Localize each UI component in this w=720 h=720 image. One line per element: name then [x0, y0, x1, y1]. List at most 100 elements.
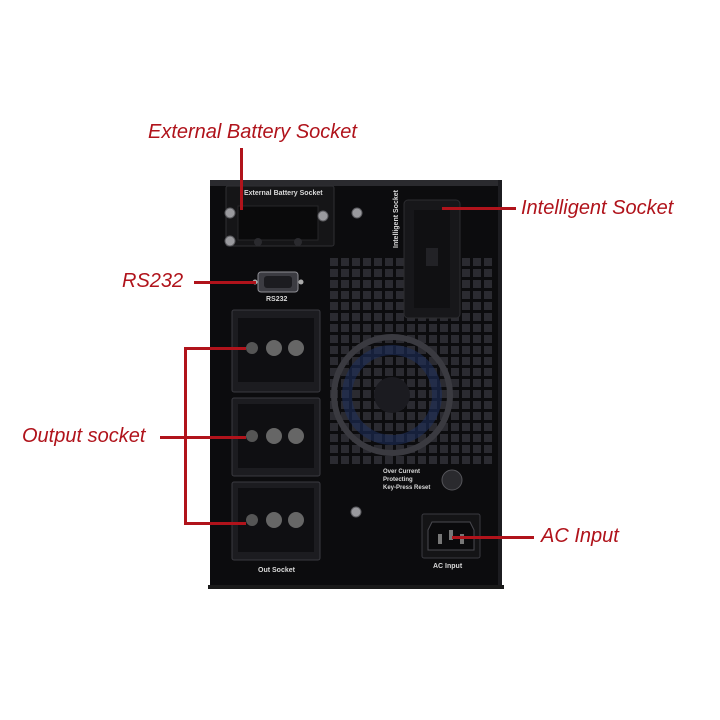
vent-slot: [451, 401, 459, 409]
vent-slot: [418, 445, 426, 453]
vent-slot: [407, 456, 415, 464]
vent-slot: [407, 368, 415, 376]
vent-slot: [429, 445, 437, 453]
vent-slot: [341, 269, 349, 277]
vent-slot: [352, 456, 360, 464]
over-current-label-1: Over Current: [383, 469, 420, 475]
vent-slot: [352, 302, 360, 310]
vent-slot: [473, 368, 481, 376]
vent-slot: [484, 291, 492, 299]
vent-slot: [473, 379, 481, 387]
vent-slot: [363, 291, 371, 299]
vent-slot: [462, 445, 470, 453]
vent-slot: [462, 379, 470, 387]
vent-slot: [385, 324, 393, 332]
vent-slot: [407, 423, 415, 431]
vent-slot: [418, 412, 426, 420]
vent-slot: [363, 258, 371, 266]
vent-slot: [352, 269, 360, 277]
vent-slot: [473, 423, 481, 431]
vent-slot: [418, 434, 426, 442]
vent-slot: [352, 324, 360, 332]
vent-slot: [484, 434, 492, 442]
vent-slot: [330, 291, 338, 299]
vent-slot: [451, 445, 459, 453]
callout-ac-input: AC Input: [541, 525, 619, 547]
vent-slot: [451, 379, 459, 387]
vent-slot: [473, 313, 481, 321]
vent-slot: [352, 313, 360, 321]
leader-bracket-output-mid: [184, 436, 246, 439]
vent-slot: [374, 258, 382, 266]
vent-slot: [330, 368, 338, 376]
external-battery-socket: External Battery Socket: [225, 185, 335, 247]
vent-slot: [418, 346, 426, 354]
vent-slot: [374, 423, 382, 431]
vent-slot: [462, 412, 470, 420]
vent-slot: [484, 379, 492, 387]
vent-slot: [352, 291, 360, 299]
vent-slot: [440, 445, 448, 453]
vent-slot: [341, 346, 349, 354]
vent-slot: [330, 324, 338, 332]
vent-slot: [341, 335, 349, 343]
ac-input-panel-label: AC Input: [433, 563, 463, 570]
vent-slot: [473, 302, 481, 310]
vent-slot: [374, 291, 382, 299]
vent-slot: [484, 401, 492, 409]
vent-slot: [440, 434, 448, 442]
ac-input-inlet: AC Input: [421, 513, 481, 570]
vent-slot: [440, 346, 448, 354]
vent-slot: [363, 335, 371, 343]
vent-slot: [429, 357, 437, 365]
over-current-label-2: Protecting: [383, 477, 413, 483]
vent-slot: [473, 412, 481, 420]
vent-slot: [330, 445, 338, 453]
vent-slot: [374, 368, 382, 376]
intelligent-panel-label: Intelligent Socket: [393, 189, 400, 248]
vent-slot: [473, 434, 481, 442]
vent-slot: [440, 423, 448, 431]
vent-slot: [484, 423, 492, 431]
vent-slot: [473, 258, 481, 266]
vent-slot: [330, 346, 338, 354]
leader-line-rs232: [194, 281, 256, 284]
output-socket: [231, 481, 321, 561]
vent-slot: [407, 390, 415, 398]
vent-slot: [418, 456, 426, 464]
vent-slot: [363, 401, 371, 409]
vent-slot: [473, 291, 481, 299]
vent-slot: [385, 357, 393, 365]
callout-intelligent-socket: Intelligent Socket: [521, 197, 674, 219]
vent-slot: [352, 258, 360, 266]
vent-slot: [352, 401, 360, 409]
vent-slot: [440, 456, 448, 464]
vent-slot: [462, 368, 470, 376]
over-current-reset-button: Over Current Protecting Key-Press Reset: [383, 469, 463, 491]
vent-slot: [330, 412, 338, 420]
vent-slot: [484, 368, 492, 376]
vent-slot: [462, 313, 470, 321]
leader-line-output: [160, 436, 186, 439]
vent-slot: [451, 456, 459, 464]
vent-slot: [451, 357, 459, 365]
vent-slot: [484, 357, 492, 365]
vent-slot: [363, 269, 371, 277]
vent-slot: [341, 434, 349, 442]
callout-rs232: RS232: [122, 270, 184, 292]
vent-slot: [429, 335, 437, 343]
vent-slot: [363, 346, 371, 354]
vent-slot: [352, 280, 360, 288]
vent-slot: [385, 269, 393, 277]
vent-slot: [396, 258, 404, 266]
vent-slot: [462, 335, 470, 343]
vent-slot: [330, 423, 338, 431]
vent-slot: [330, 258, 338, 266]
vent-slot: [418, 324, 426, 332]
vent-slot: [462, 423, 470, 431]
vent-slot: [451, 324, 459, 332]
vent-slot: [451, 335, 459, 343]
vent-slot: [451, 412, 459, 420]
leader-bracket-output-bottom: [184, 522, 246, 525]
vent-slot: [385, 291, 393, 299]
